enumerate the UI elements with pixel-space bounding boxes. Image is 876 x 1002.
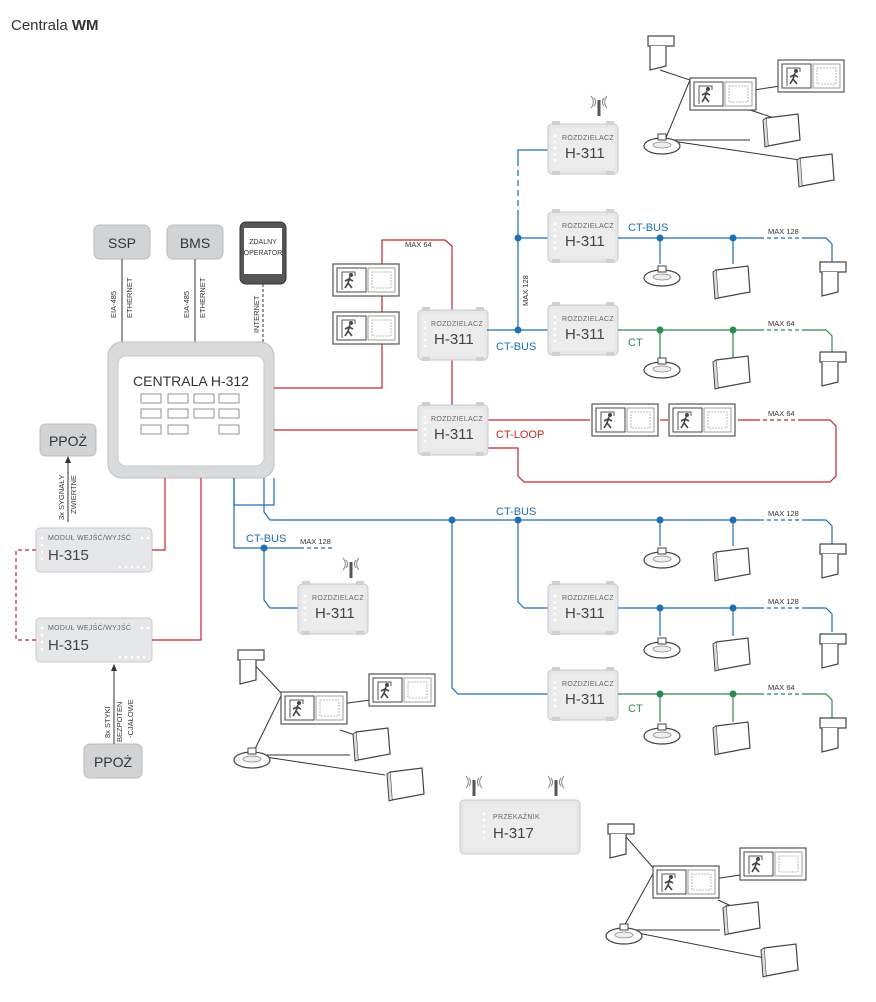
exit-sign-left-b [368,673,436,707]
central-unit: CENTRALA H-312 [107,341,275,479]
label-ct-bus-top: CT-BUS [496,341,536,353]
ppoz-bottom-link1: 8x STYKI [103,706,112,738]
exit-sign-bottom-a [652,865,720,899]
ppoz-top-link1: 3x SYGNAŁY [57,475,66,520]
dist-c1-big: H-311 [434,331,474,348]
distributor-left: ROZDZIELACZ H-311 [297,580,369,636]
central-label: CENTRALA H-312 [133,373,249,389]
label-max128-vert: MAX 128 [521,275,530,306]
dist-ct1-small: ROZDZIELACZ [562,316,614,323]
dist-c1-small: ROZDZIELACZ [431,321,483,328]
distributor-ctbus-1: ROZDZIELACZ H-311 [547,208,619,264]
distributor-center-2: ROZDZIELACZ H-311 [417,401,489,457]
remote-line2: OPERATOR [244,250,283,257]
io-module-2-small: MODUŁ WEJŚĆ/WYJŚĆ [48,623,131,632]
remote-line1: ZDALNY [249,239,277,246]
dist-cb2-big: H-311 [565,605,605,622]
io-module-1-small: MODUŁ WEJŚĆ/WYJŚĆ [48,533,131,542]
exit-sign-loop-b [668,403,736,437]
distributor-top-wireless: ROZDZIELACZ H-311 [547,120,619,176]
label-ct-row3: CT [628,703,643,715]
dist-c2-big: H-311 [434,426,474,443]
io-module-1: MODUŁ WEJŚĆ/WYJŚĆ H-315 [35,527,153,573]
bms-link1: EIA-485 [182,291,191,318]
dist-c2-small: ROZDZIELACZ [431,416,483,423]
ppoz-top: PPOŻ [39,423,97,457]
ssp-label: SSP [108,235,136,251]
wireless-cluster-top [643,35,845,188]
label-max128-bottom: MAX 128 [768,509,799,518]
label-max64-row1: MAX 64 [768,319,795,328]
exit-sign-loop-a [591,403,659,437]
dist-cb1-small: ROZDZIELACZ [562,223,614,230]
dist-left-small: ROZDZIELACZ [312,595,364,602]
label-max128-row1: MAX 128 [768,227,799,236]
label-ct-bus-left: CT-BUS [246,533,286,545]
bms-node: BMS [166,224,224,260]
distributor-ct-2: ROZDZIELACZ H-311 [547,666,619,722]
exit-sign-top-b [777,59,845,93]
dist-ct2-small: ROZDZIELACZ [562,681,614,688]
dist-ct1-big: H-311 [565,326,605,343]
label-ct-bus-bottom: CT-BUS [496,506,536,518]
ppoz-top-label: PPOŻ [49,432,88,449]
label-max64-top: MAX 64 [405,240,432,249]
bms-link2: ETHERNET [198,277,207,318]
dist-cb1-big: H-311 [565,233,605,250]
remote-operator: ZDALNY OPERATOR [239,221,287,285]
exit-sign-b [332,311,400,345]
label-ct-loop: CT-LOOP [496,429,544,441]
io-module-2: MODUŁ WEJŚĆ/WYJŚĆ H-315 [35,617,153,663]
ppoz-bottom: PPOŻ [83,743,143,779]
dist-top-small: ROZDZIELACZ [562,135,614,142]
dist-cb2-small: ROZDZIELACZ [562,595,614,602]
page-title: Centrala WM [11,17,99,34]
exit-sign-a [332,263,400,297]
ppoz-bottom-link2: BEZPOTEN [115,702,124,742]
dist-ct2-big: H-311 [565,691,605,708]
io-module-1-big: H-315 [48,547,89,564]
ssp-link1: EIA-485 [109,291,118,318]
remote-link: INTERNET [252,295,261,333]
ppoz-bottom-link3: -CJAŁOWE [126,699,135,738]
distributor-center-1: ROZDZIELACZ H-311 [417,306,489,362]
exit-sign-top-a [689,77,757,111]
wireless-cluster-bottom [605,823,807,978]
relay-small: PRZEKAŹNIK [493,812,540,821]
label-max64-row3: MAX 64 [768,683,795,692]
dist-left-big: H-311 [315,605,355,622]
label-max128-row2: MAX 128 [768,597,799,606]
relay-big: H-317 [493,825,534,842]
ssp-link2: ETHERNET [125,277,134,318]
ppoz-top-link2: ZWIERTNE [69,475,78,514]
ssp-node: SSP [93,224,151,260]
label-max64-loop: MAX 64 [768,409,795,418]
label-ct-bus-row1: CT-BUS [628,222,668,234]
wireless-cluster-left [233,649,436,802]
dist-top-big: H-311 [565,145,605,162]
io-module-2-big: H-315 [48,637,89,654]
label-ct-row1: CT [628,337,643,349]
bms-label: BMS [180,235,210,251]
relay-h317: PRZEKAŹNIK H-317 [459,799,581,855]
label-max128-left: MAX 128 [300,537,331,546]
distributor-ct-1: ROZDZIELACZ H-311 [547,301,619,357]
exit-sign-bottom-b [739,847,807,881]
distributor-ctbus-2: ROZDZIELACZ H-311 [547,580,619,636]
ppoz-bottom-label: PPOŻ [94,753,133,770]
exit-sign-left-a [280,691,348,725]
